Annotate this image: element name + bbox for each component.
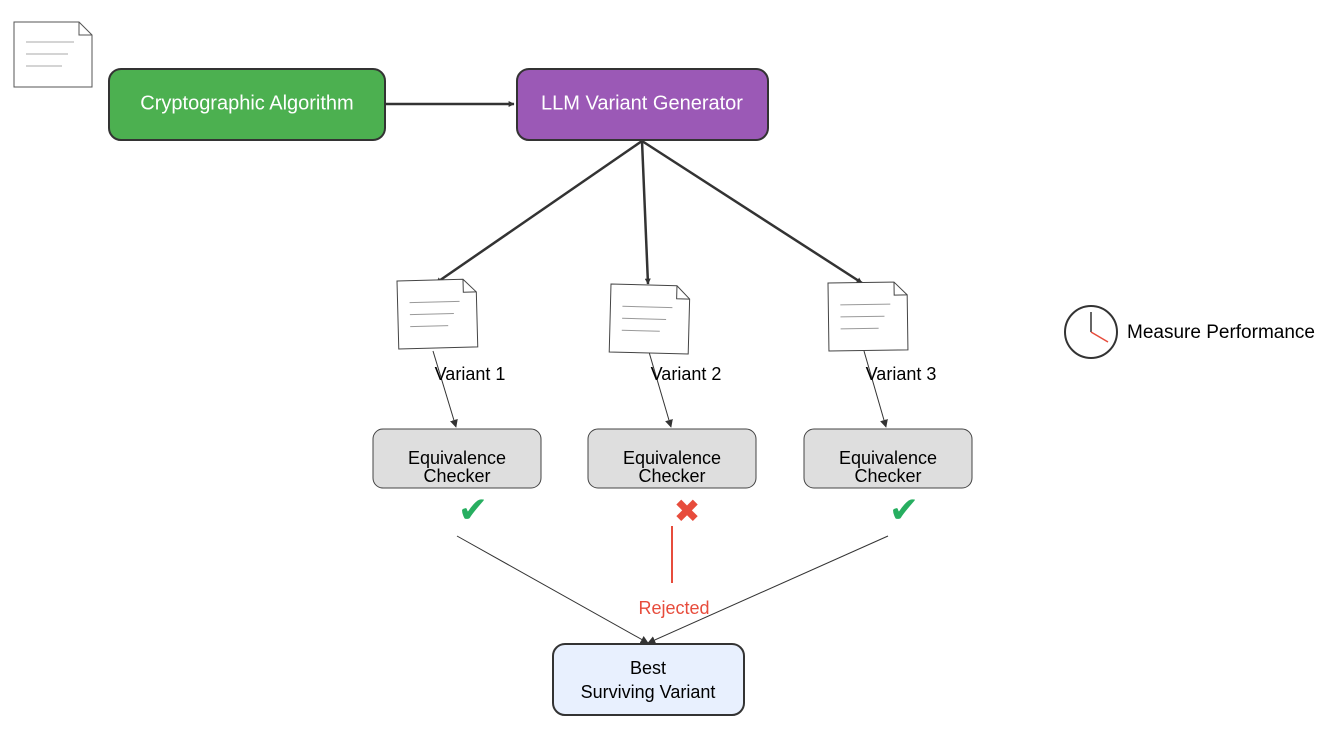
best-variant-node: Best Surviving Variant [552, 643, 745, 716]
document-icon [13, 21, 93, 88]
measure-performance-label: Measure Performance [1127, 322, 1315, 343]
variant-1-label: Variant 1 [435, 364, 506, 384]
cross-icon: ✖ [674, 493, 701, 529]
best-line1: Best [630, 658, 666, 678]
edge-generator-variant-2 [640, 140, 651, 285]
edge-variant-3-checker [863, 350, 888, 428]
checker-3-node: Equivalence Checker [803, 428, 973, 489]
checker-1-node: Equivalence Checker [372, 428, 542, 489]
check-icon-1: ✔ [458, 489, 488, 530]
variant-2-label: Variant 2 [651, 364, 722, 384]
edge-generator-variant-3 [641, 139, 863, 285]
checker-1-line2: Checker [423, 466, 490, 486]
variant-3-label: Variant 3 [866, 364, 937, 384]
edge-pass-3-best [647, 535, 889, 644]
checker-3-line1: Equivalence [839, 448, 937, 468]
edge-generator-variant-1 [435, 139, 643, 285]
variant-2-document-icon [608, 283, 691, 355]
checker-2-line1: Equivalence [623, 448, 721, 468]
best-line2: Surviving Variant [581, 682, 716, 702]
checker-1-line1: Equivalence [408, 448, 506, 468]
generator-node: LLM Variant Generator [516, 68, 769, 141]
checker-2-line2: Checker [638, 466, 705, 486]
edge-variant-1-checker [432, 350, 458, 428]
source-label: Cryptographic Algorithm [140, 92, 353, 114]
variant-3-document-icon [827, 281, 909, 352]
edge-variant-2-checker [648, 351, 673, 428]
checker-2-node: Equivalence Checker [587, 428, 757, 489]
rejected-label: Rejected [638, 598, 709, 618]
variant-1-document-icon [396, 278, 479, 350]
source-node: Cryptographic Algorithm [108, 68, 386, 141]
checker-3-line2: Checker [854, 466, 921, 486]
generator-label: LLM Variant Generator [541, 92, 743, 114]
edge-pass-1-best [456, 535, 649, 644]
check-icon-3: ✔ [889, 489, 919, 530]
clock-icon [1064, 305, 1118, 359]
